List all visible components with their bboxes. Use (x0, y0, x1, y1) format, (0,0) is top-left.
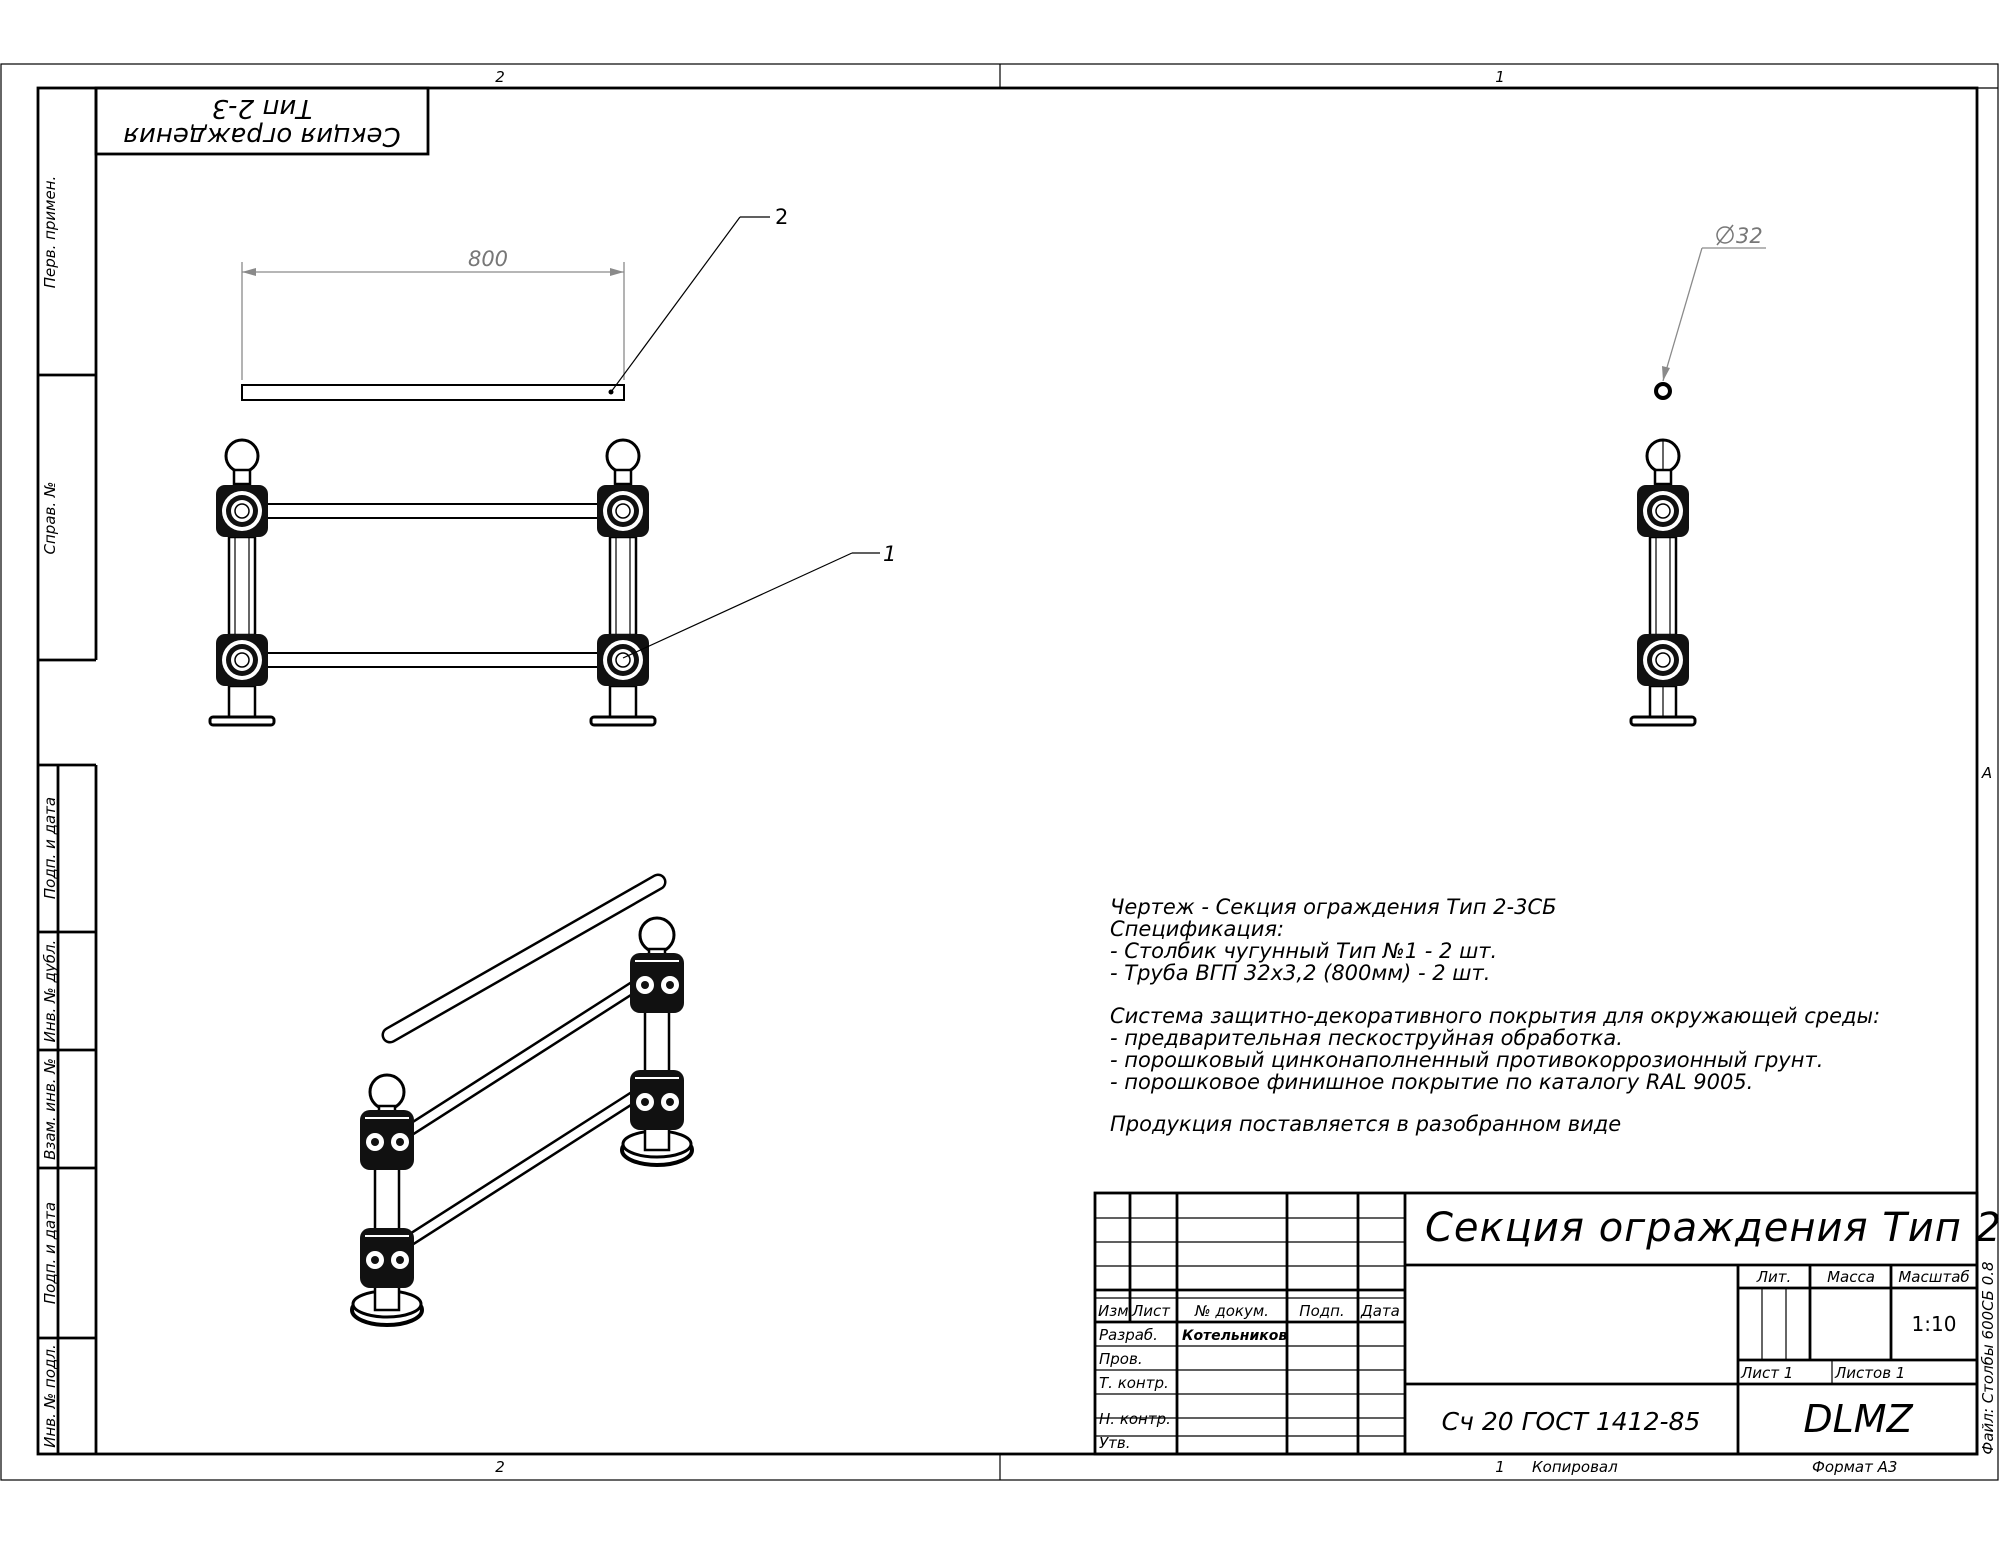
role-utv: Утв. (1099, 1434, 1131, 1452)
stamp-line2: Тип 2-3 (212, 93, 313, 123)
col-header-izm: Изм. (1098, 1302, 1133, 1320)
title-block-title: Секция ограждения Тип 2-3 (1425, 1205, 2000, 1251)
callout-2: 2 (610, 205, 788, 393)
dimension-diameter-label: 32 (1736, 224, 1763, 248)
company-label: DLMZ (1803, 1397, 1913, 1441)
format-label: Формат А3 (1812, 1458, 1897, 1476)
stamp-line1: Секция ограждения (123, 121, 400, 151)
isometric-view (350, 873, 694, 1327)
side-label-podp2: Подп. и дата (41, 1202, 59, 1304)
front-view-section (208, 438, 657, 727)
file-label: Файл: Столбы 600СБ 0.8 (1979, 1261, 1997, 1454)
diameter-symbol-icon (1716, 226, 1734, 244)
role-razrab: Разраб. (1099, 1326, 1158, 1344)
side-label-inv-dubl: Инв. № дубл. (41, 940, 59, 1043)
col-header-list: Лист (1131, 1302, 1171, 1320)
mass-label: Масса (1827, 1268, 1875, 1286)
note-line: - порошковый цинконаполненный противокор… (1110, 1048, 1823, 1072)
role-t-kontr: Т. контр. (1099, 1374, 1169, 1392)
note-line: Система защитно-декоративного покрытия д… (1110, 1004, 1880, 1028)
side-label-perv: Перв. примен. (41, 176, 59, 289)
col-header-dokum: № докум. (1194, 1302, 1269, 1320)
note-line: - предварительная пескоструйная обработк… (1110, 1026, 1623, 1050)
sheets-label: Листов 1 (1834, 1364, 1905, 1382)
side-label-podp1: Подп. и дата (41, 797, 59, 899)
scale-value: 1:10 (1912, 1312, 1957, 1336)
zone-right-side: A (1981, 764, 1992, 782)
copied-label: Копировал (1532, 1458, 1618, 1476)
lit-label: Лит. (1756, 1268, 1792, 1286)
dimension-diameter: 32 (1662, 224, 1766, 382)
sheet-frame (0, 63, 1999, 1481)
rotated-stamp: Секция ограждения Тип 2-3 (94, 86, 430, 156)
note-line: - порошковое финишное покрытие по катало… (1110, 1070, 1753, 1094)
callout-2-label: 2 (775, 205, 788, 229)
callout-1: 1 (622, 542, 896, 659)
developer-name: Котельников (1182, 1328, 1287, 1344)
notes-block: Чертеж - Секция ограждения Тип 2-3СБ Спе… (1110, 895, 1880, 1136)
role-prov: Пров. (1099, 1350, 1143, 1368)
side-label-vzam: Взам. инв. № (41, 1058, 59, 1160)
note-line: - Столбик чугунный Тип №1 - 2 шт. (1110, 939, 1497, 963)
role-n-kontr: Н. контр. (1099, 1410, 1171, 1428)
zone-top-right: 1 (1495, 68, 1505, 86)
col-header-podp: Подп. (1299, 1302, 1344, 1320)
scale-label: Масштаб (1898, 1268, 1969, 1286)
note-line: - Труба ВГП 32х3,2 (800мм) - 2 шт. (1110, 961, 1490, 985)
title-block: Секция ограждения Тип 2-3 Изм. Лист № до… (1093, 1191, 2000, 1456)
side-view-section (1629, 382, 1697, 727)
side-label-inv-podl: Инв. № подл. (41, 1344, 59, 1447)
dimension-800: 800 (241, 247, 625, 380)
zone-top-left: 2 (495, 68, 505, 86)
side-strip: Перв. примен. Справ. № Подп. и дата Инв.… (38, 88, 98, 1454)
pipe-part-2 (241, 384, 625, 401)
dimension-800-label: 800 (468, 247, 508, 271)
material-label: Сч 20 ГОСТ 1412-85 (1442, 1407, 1701, 1436)
callout-1-label: 1 (883, 542, 896, 566)
col-header-data: Дата (1360, 1302, 1400, 1320)
sheet-label: Лист 1 (1740, 1364, 1793, 1382)
zone-bottom-right: 1 (1495, 1458, 1505, 1476)
note-line: Чертеж - Секция ограждения Тип 2-3СБ (1110, 895, 1557, 919)
side-label-sprav: Справ. № (41, 482, 59, 555)
note-line: Спецификация: (1110, 917, 1284, 941)
zone-bottom-left: 2 (495, 1458, 505, 1476)
note-line: Продукция поставляется в разобранном вид… (1110, 1112, 1621, 1136)
